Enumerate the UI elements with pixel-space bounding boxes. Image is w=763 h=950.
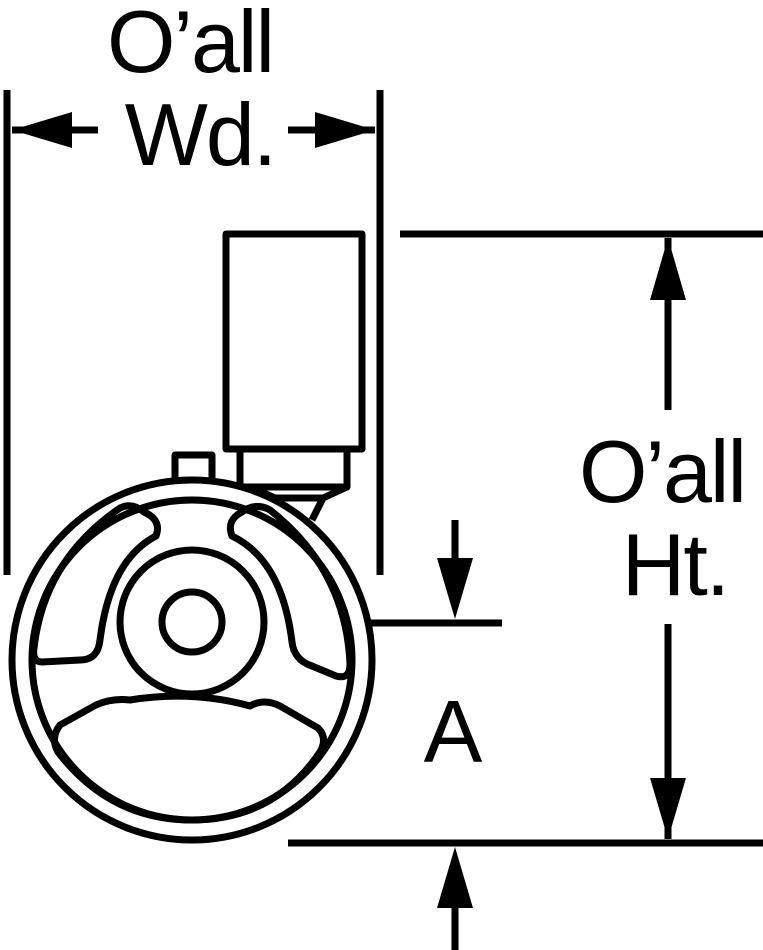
wheel-cutout-upper-right xyxy=(226,503,354,681)
height-arrowhead-bottom-icon xyxy=(650,778,686,839)
dimension-a-label: A xyxy=(424,682,483,781)
top-lug xyxy=(171,451,216,480)
wheel-cutout-bottom xyxy=(51,692,327,824)
wheel-outer-rim xyxy=(8,476,376,844)
caster-drawing xyxy=(8,230,376,844)
swivel-section xyxy=(236,449,351,491)
overall-height-label-line2: Ht. xyxy=(622,515,728,614)
overall-width-label-line1: O’all xyxy=(107,0,273,91)
height-arrowhead-top-icon xyxy=(650,238,686,300)
dimension-a-arrowhead-down-icon xyxy=(437,558,473,619)
overall-height-dimension: O’all Ht. xyxy=(288,230,763,847)
axle xyxy=(158,588,226,656)
overall-width-dimension: O’all Wd. xyxy=(3,0,384,575)
overall-width-label-line2: Wd. xyxy=(125,85,275,184)
dimension-a-arrowhead-up-icon xyxy=(437,847,473,908)
mounting-stem xyxy=(222,230,366,453)
width-arrowhead-left-icon xyxy=(12,112,72,148)
wheel-cutout-upper-left xyxy=(30,502,161,666)
overall-height-label-line1: O’all xyxy=(579,422,745,521)
width-arrowhead-right-icon xyxy=(315,112,375,148)
